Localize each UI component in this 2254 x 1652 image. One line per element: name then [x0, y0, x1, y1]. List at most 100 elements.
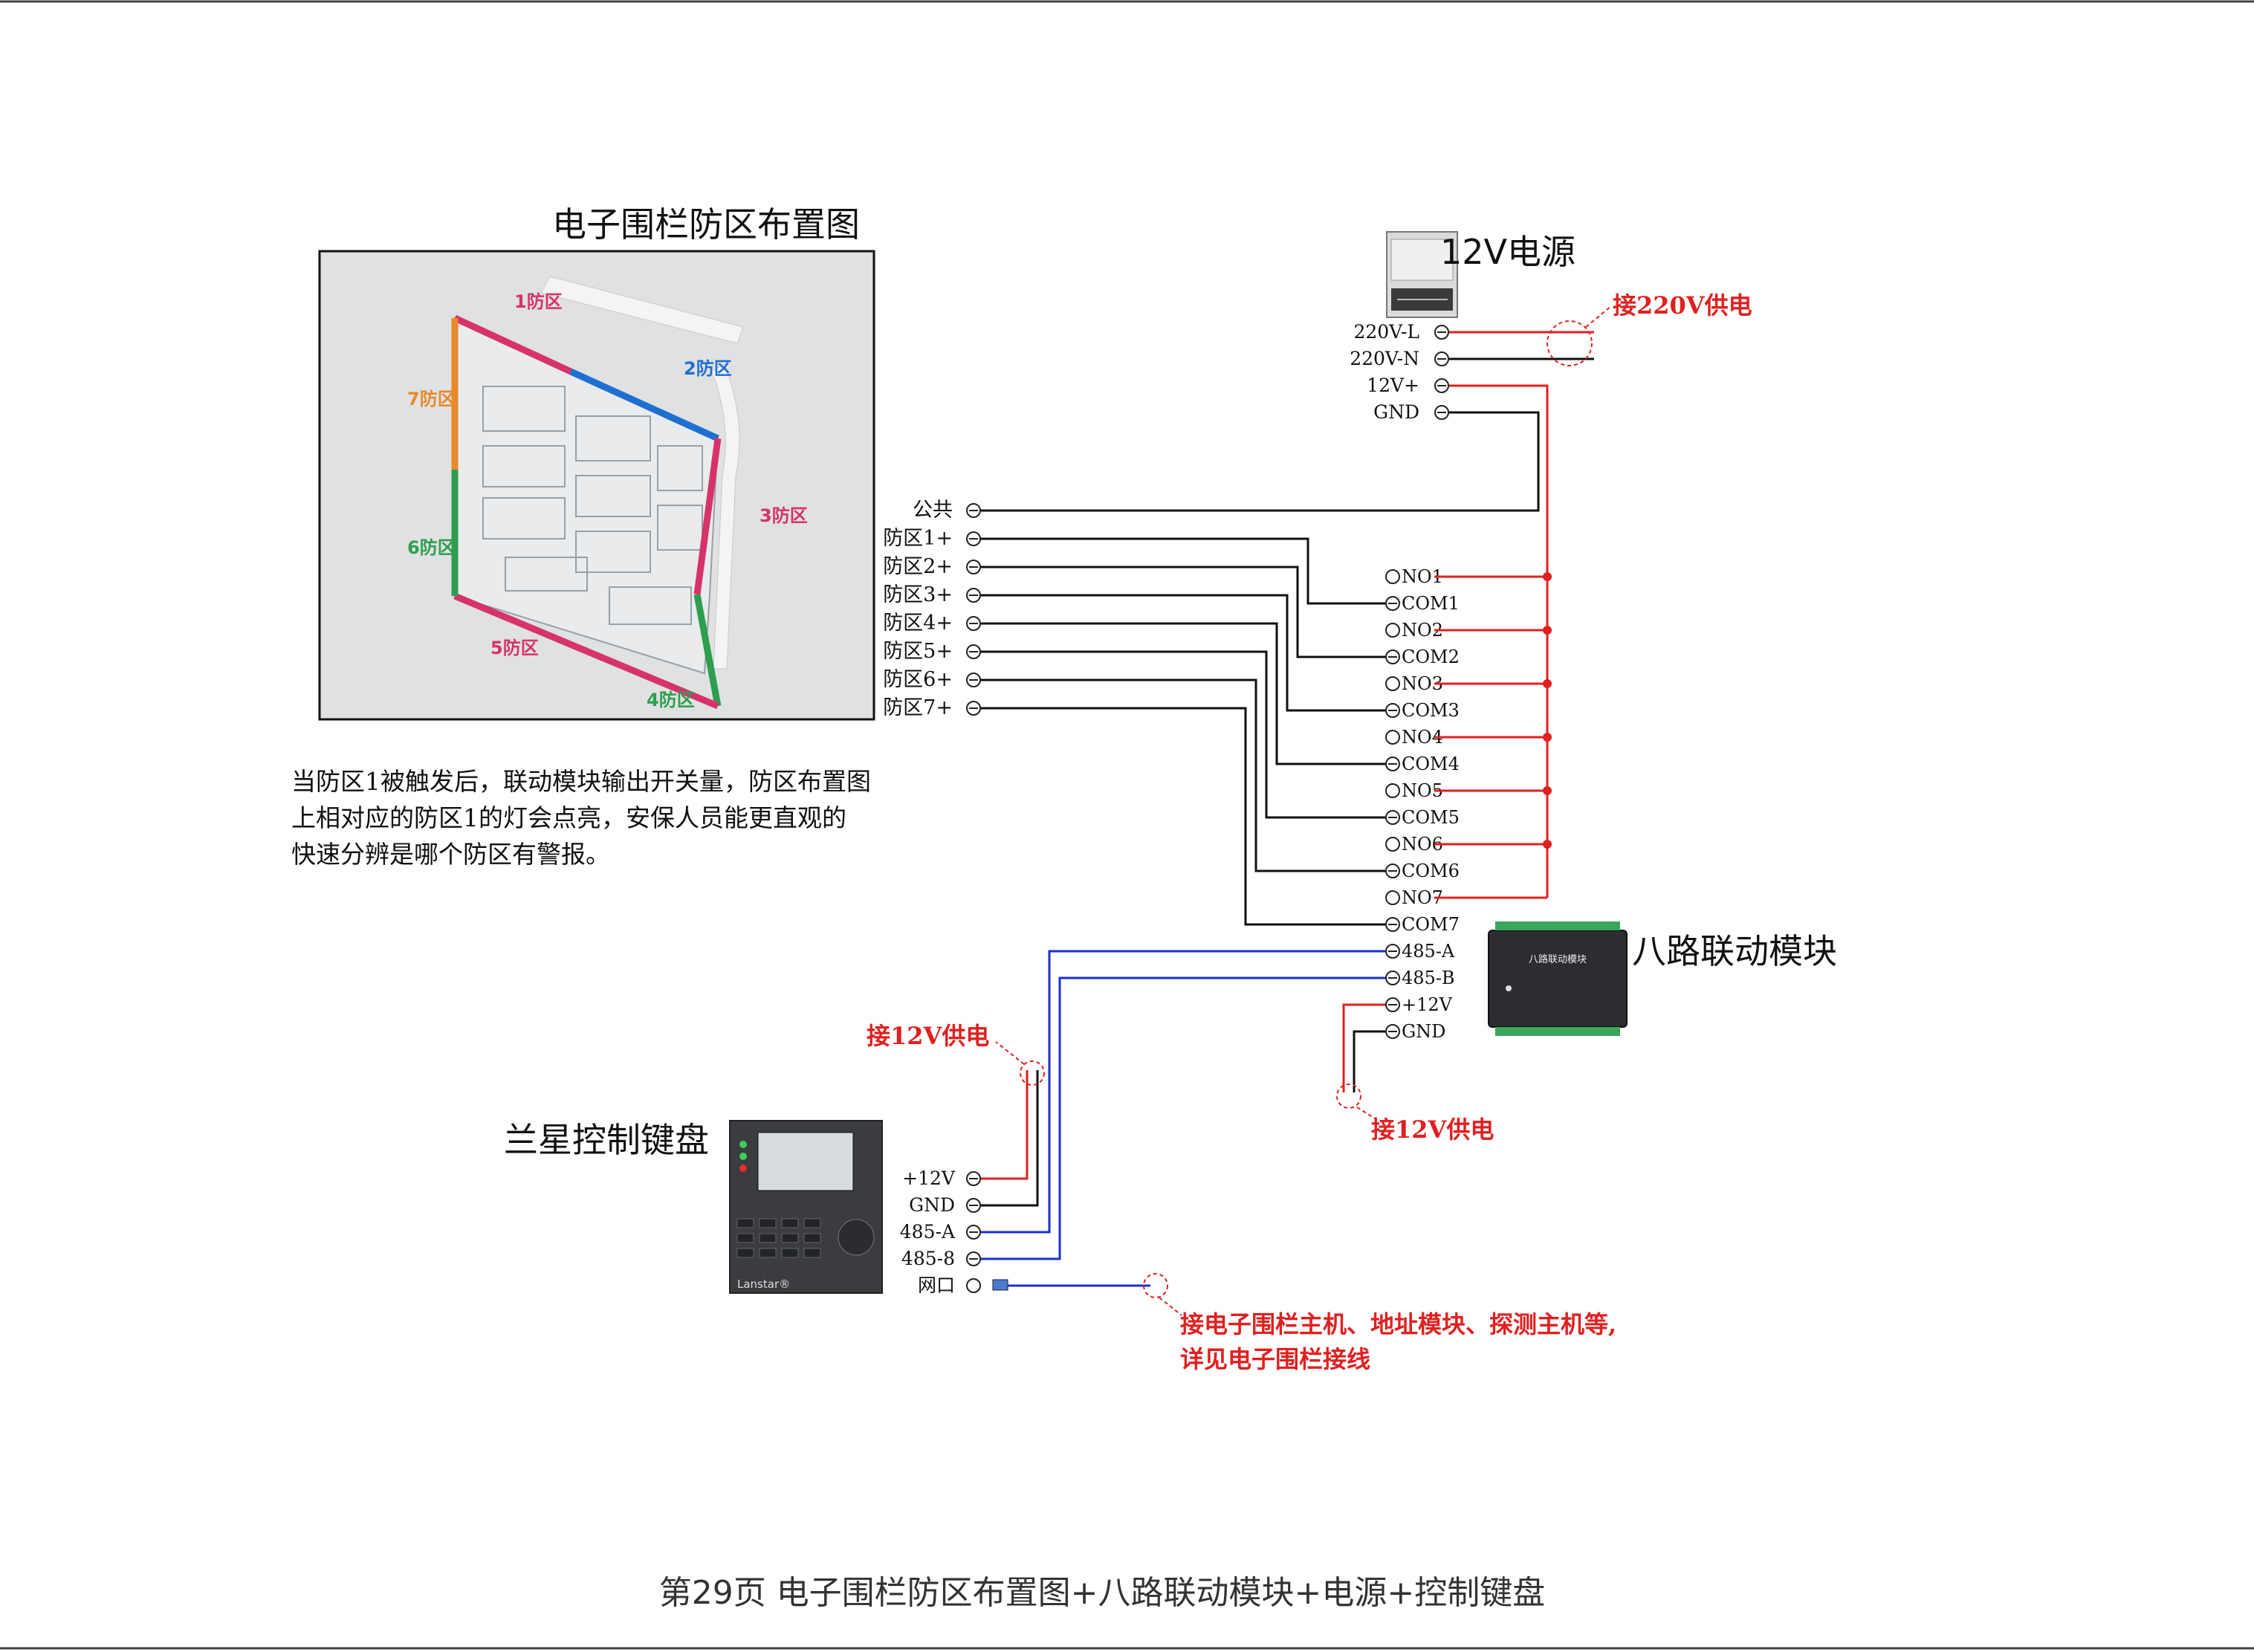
- module-terminal-485a: 485-A: [1402, 941, 1455, 962]
- description-line-1: 当防区1被触发后，联动模块输出开关量，防区布置图: [291, 767, 871, 796]
- zone-label-5: 5防区: [490, 638, 539, 658]
- terminal-circle: [1385, 676, 1400, 691]
- power-terminal-220v-n: 220V-N: [1350, 348, 1419, 369]
- zone-line-5: [453, 592, 719, 710]
- wire-zone-1: [979, 537, 1388, 605]
- wire-485-a: [979, 950, 1388, 1234]
- module-terminal-12v: +12V: [1402, 994, 1453, 1015]
- terminal-dashes: [969, 331, 1446, 1260]
- module-terminal-com7: COM7: [1402, 914, 1460, 935]
- keyboard-terminal-labels: +12V GND 485-A 485-8 网口: [900, 1167, 956, 1296]
- module-terminal-labels: NO1 COM1 NO2 COM2 NO3 COM3 NO4 COM4 NO5 …: [1402, 566, 1460, 1042]
- keyboard-dpad-icon: [838, 1219, 875, 1256]
- map-title: 电子围栏防区布置图: [552, 204, 860, 244]
- terminal-zone-2: 防区2+: [883, 555, 953, 578]
- terminal-circle: [966, 1278, 981, 1293]
- junction-dots: [1543, 572, 1552, 849]
- wire-keyboard-gnd: [979, 1070, 1039, 1207]
- zone-map: 1防区 2防区 3防区 4防区 5防区 6防区 7防区: [318, 250, 875, 721]
- junction-dot: [1543, 679, 1552, 688]
- power-supply-title: 12V电源: [1440, 232, 1575, 272]
- keyboard-terminal-485a: 485-A: [900, 1221, 956, 1243]
- terminal-circles: [966, 325, 1449, 1293]
- callout-power-220v: [1547, 320, 1593, 366]
- module-terminal-com1: COM1: [1402, 593, 1460, 614]
- keyboard-terminal-12v: +12V: [902, 1167, 956, 1189]
- terminal-circle: [1385, 730, 1400, 745]
- wires: [979, 331, 1594, 1287]
- description-line-2: 上相对应的防区1的灯会点亮，安保人员能更直观的: [291, 803, 846, 832]
- terminal-circle: [1385, 783, 1400, 798]
- keyboard-keys: [736, 1218, 821, 1258]
- module-device-label: 八路联动模块: [1529, 953, 1587, 965]
- module-terminal-485b: 485-B: [1402, 968, 1455, 988]
- module-power-note: 接12V供电: [1371, 1115, 1494, 1144]
- terminal-zone-6: 防区6+: [883, 668, 953, 691]
- wire-zone-5: [979, 650, 1388, 819]
- junction-dot: [1543, 840, 1552, 849]
- power-supply-device: [1386, 231, 1458, 318]
- road: [540, 276, 744, 344]
- keyboard-device: Lanstar®: [729, 1120, 883, 1294]
- network-jack-icon: [992, 1279, 1008, 1291]
- zone-line-3: [693, 438, 722, 595]
- wire-12v-bus: [1442, 384, 1549, 898]
- wire-module-12v: [1342, 1003, 1388, 1092]
- keyboard-power-note: 接12V供电: [867, 1022, 989, 1050]
- power-terminal-12v-plus: 12V+: [1367, 375, 1419, 396]
- callout-leader-keyboard: [995, 1041, 1025, 1065]
- keyboard-brand: Lanstar®: [737, 1277, 790, 1291]
- callout-leader-module: [1356, 1107, 1376, 1119]
- terminal-zone-1: 防区1+: [883, 527, 953, 550]
- junction-dot: [1543, 733, 1552, 742]
- keyboard-network-note-1: 接电子围栏主机、地址模块、探测主机等,: [1180, 1310, 1616, 1338]
- wire-485-b: [979, 976, 1388, 1260]
- terminal-circle: [1385, 569, 1400, 584]
- zone-label-4: 4防区: [647, 690, 695, 710]
- module-terminal-com5: COM5: [1402, 807, 1460, 828]
- panel-terminal-labels: 公共 防区1+ 防区2+ 防区3+ 防区4+ 防区5+ 防区6+ 防区7+: [883, 499, 953, 719]
- wire-gnd-common: [979, 411, 1540, 512]
- description: 当防区1被触发后，联动模块输出开关量，防区布置图 上相对应的防区1的灯会点亮，安…: [291, 767, 871, 869]
- callouts: [995, 305, 1612, 1316]
- junction-dot: [1543, 572, 1552, 581]
- callout-leader-power: [1585, 305, 1612, 328]
- callout-leader-network: [1159, 1297, 1182, 1316]
- wire-zone-4: [979, 622, 1388, 765]
- page-footer: 第29页 电子围栏防区布置图+八路联动模块+电源+控制键盘: [659, 1574, 1546, 1612]
- module-terminal-com3: COM3: [1402, 700, 1460, 721]
- keyboard-title: 兰星控制键盘: [504, 1120, 709, 1160]
- terminal-circle: [1385, 890, 1400, 905]
- zone-label-3: 3防区: [760, 505, 808, 526]
- junction-dot: [1543, 626, 1552, 635]
- wire-zone-6: [979, 678, 1388, 872]
- wire-keyboard-12v: [979, 1070, 1029, 1180]
- terminal-zone-4: 防区4+: [883, 612, 953, 635]
- zone-label-1: 1防区: [514, 291, 563, 312]
- keyboard-network-note-2: 详见电子围栏接线: [1180, 1345, 1370, 1373]
- terminal-zone-5: 防区5+: [883, 640, 953, 663]
- zone-label-7: 7防区: [407, 389, 456, 409]
- zone-line-1: [453, 314, 572, 375]
- wire-module-gnd: [1353, 1030, 1388, 1092]
- power-note: 接220V供电: [1613, 291, 1752, 320]
- callout-keyboard-power: [1020, 1060, 1045, 1086]
- module-terminal-com2: COM2: [1402, 647, 1460, 667]
- wire-zone-7: [979, 707, 1388, 926]
- terminal-zone-3: 防区3+: [883, 583, 953, 606]
- terminal-circle: [1385, 623, 1400, 638]
- module-terminal-com6: COM6: [1402, 861, 1460, 881]
- building-blocks: [482, 386, 703, 625]
- terminal-common: 公共: [913, 499, 953, 522]
- zone-label-2: 2防区: [684, 358, 732, 379]
- terminal-zone-7: 防区7+: [883, 696, 953, 719]
- description-line-3: 快速分辨是哪个防区有警报。: [291, 840, 610, 869]
- zone-line-4: [693, 594, 722, 707]
- callout-network: [1143, 1273, 1168, 1298]
- zone-line-2: [569, 368, 719, 442]
- keyboard-terminal-gnd: GND: [909, 1194, 955, 1216]
- module-title: 八路联动模块: [1632, 931, 1837, 971]
- zone-label-6: 6防区: [407, 537, 456, 558]
- keyboard-terminal-4858: 485-8: [901, 1248, 955, 1269]
